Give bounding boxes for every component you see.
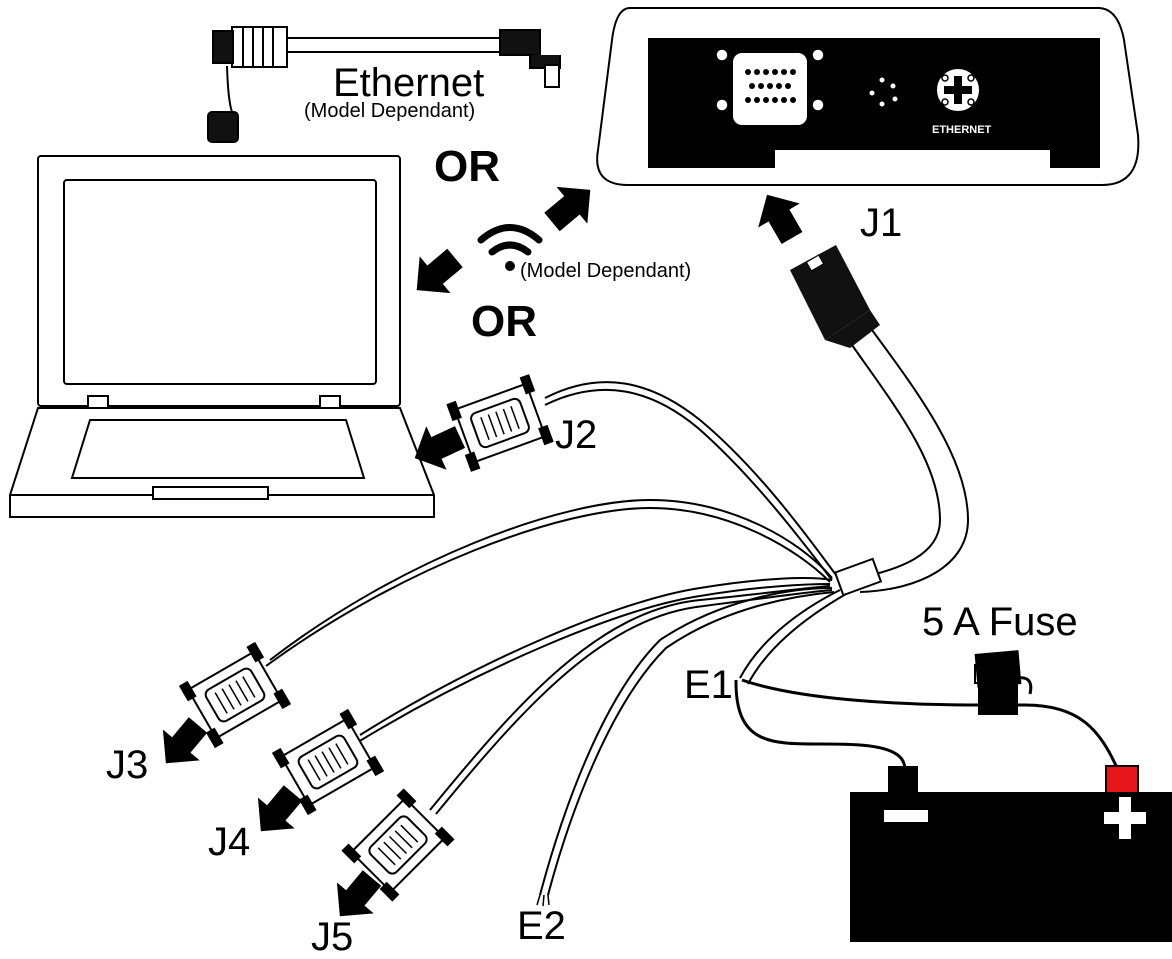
j3-label: J3 [106,743,149,787]
e1-label: E1 [684,663,733,707]
cable-junction-sleeve [833,557,883,597]
ethernet-port-icon [935,67,981,113]
ethernet-port-label: ETHERNET [932,124,992,136]
fuse-label: 5 A Fuse [922,600,1078,644]
arrow-icon [162,186,803,917]
e2-wire-end [536,894,550,907]
j4-label: J4 [208,820,251,864]
j1-connector [790,245,880,348]
j1-label: J1 [860,201,903,245]
wifi-icon [477,224,543,271]
wifi-model-note: (Model Dependant) [520,260,692,282]
ethernet-cable-icon [207,26,561,143]
control-unit [596,7,1140,186]
or-label-bottom: OR [471,297,537,346]
j2-label: J2 [555,413,598,457]
ethernet-label: Ethernet [333,61,485,105]
power-wires [734,678,1120,771]
fuse-icon [974,650,1033,715]
laptop-icon [9,155,435,518]
e2-label: E2 [517,904,566,948]
main-cable [844,329,970,593]
ethernet-model-note: (Model Dependant) [304,100,476,122]
breakout-cables [265,381,847,896]
db9-connector-icon [178,374,554,902]
battery-icon [850,765,1172,942]
j5-label: J5 [311,915,354,959]
negative-terminal-mark [884,810,928,822]
or-label-top: OR [434,142,500,191]
